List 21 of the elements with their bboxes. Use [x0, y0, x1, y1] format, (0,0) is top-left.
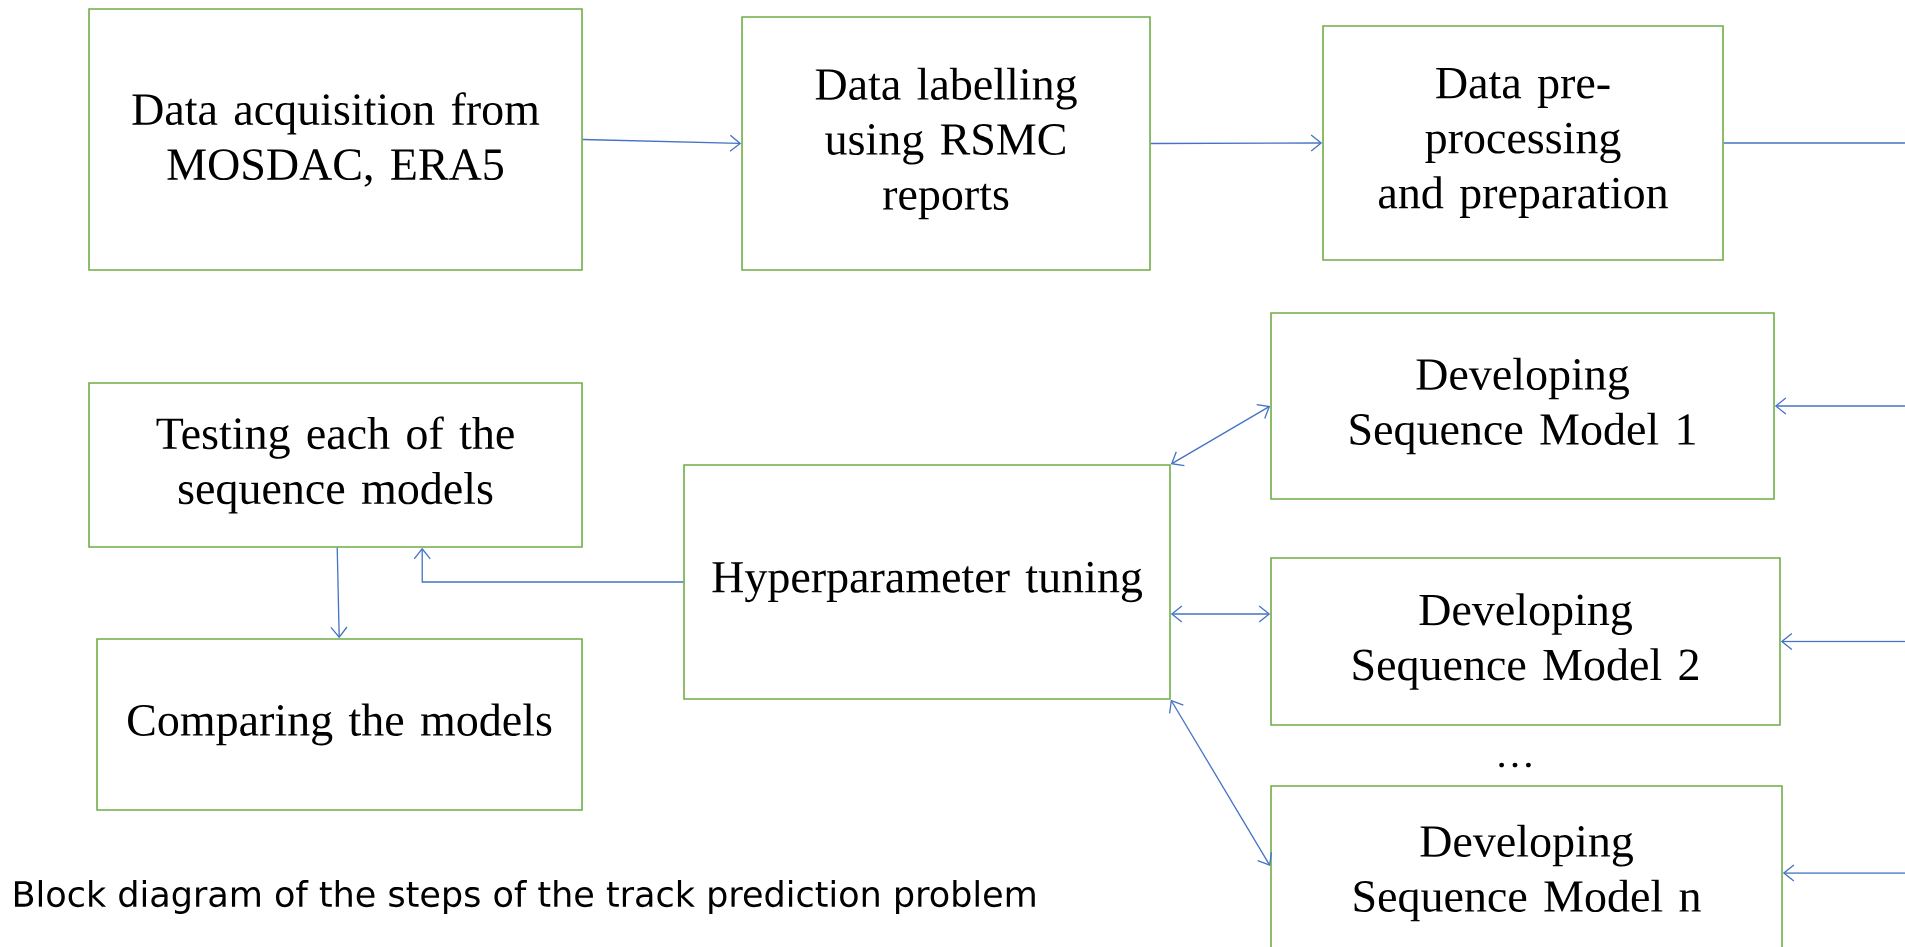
arrow [1170, 404, 1271, 467]
ellipsis-label: … [1499, 762, 1531, 768]
caption: Block diagram of the steps of the track prediction problem [15, 880, 1035, 914]
arrow [330, 547, 348, 639]
process-box: Comparing the models [96, 638, 583, 811]
arrow [1150, 134, 1323, 152]
process-box: Hyperparameter tuning [683, 464, 1171, 700]
arrow [1782, 864, 1905, 882]
arrow [1168, 699, 1273, 866]
arrow [413, 547, 684, 583]
process-box: Data labelling using RSMC reports [741, 16, 1151, 271]
arrow [1170, 605, 1271, 623]
process-box: Data pre-processing and preparation [1322, 25, 1724, 261]
arrow [1774, 397, 1905, 415]
process-box: Developing Sequence Model 1 [1270, 312, 1775, 500]
arrow [1780, 632, 1905, 651]
process-box: Developing Sequence Model 2 [1270, 557, 1781, 726]
process-box: Testing each of the sequence models [88, 382, 583, 548]
process-box: Developing Sequence Model n [1270, 785, 1783, 947]
process-box: Data acquisition from MOSDAC, ERA5 [88, 8, 583, 271]
arrow [582, 134, 742, 152]
